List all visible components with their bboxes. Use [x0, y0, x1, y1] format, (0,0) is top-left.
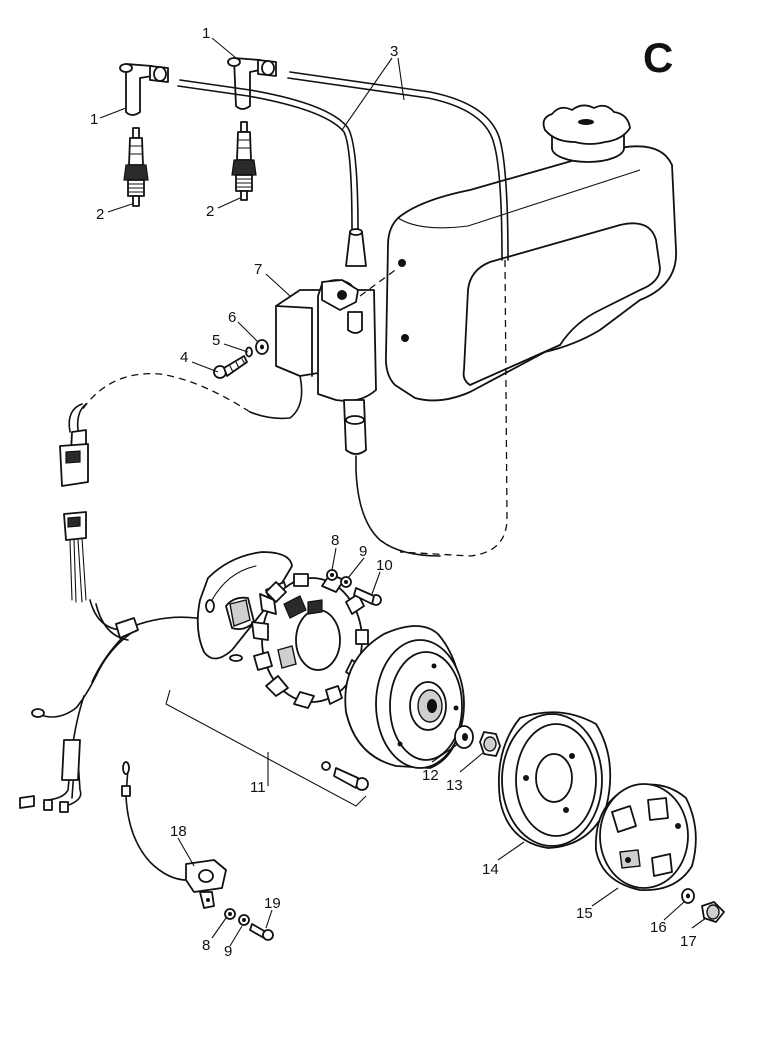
callout-6: 6 [228, 309, 236, 326]
callout-16: 16 [650, 919, 667, 936]
ignition-coil [275, 267, 399, 455]
callout-7: 7 [254, 261, 262, 278]
callout-18: 18 [170, 823, 187, 840]
screw-19 [249, 923, 274, 941]
spark-plug-right [231, 121, 257, 201]
coil-primary-lead-hidden [81, 372, 251, 413]
bolt-17 [701, 901, 725, 923]
callout-17: 17 [680, 933, 697, 950]
lock-washer-16 [681, 888, 695, 904]
sensor-lead [121, 761, 193, 881]
callout-2b: 2 [206, 203, 214, 220]
washer-6 [255, 339, 269, 355]
callout-11-bracket [165, 689, 367, 807]
callout-11: 11 [250, 779, 266, 796]
spark-plug-left [123, 127, 149, 207]
callout-9b: 9 [224, 943, 232, 960]
nut-13 [479, 731, 501, 757]
starter-cup [595, 783, 697, 891]
coil-ground-lead [355, 455, 441, 557]
connector-lower [63, 511, 87, 603]
oil-tank [385, 145, 677, 402]
screw-10 [353, 587, 382, 606]
callout-labels: 1 1 2 2 3 4 5 6 7 8 9 10 11 12 13 14 15 … [90, 25, 697, 960]
callout-1b: 1 [202, 25, 210, 42]
callout-14: 14 [482, 861, 499, 878]
callout-1a: 1 [90, 111, 98, 128]
callout-19: 19 [264, 895, 281, 912]
coil-primary-lead [249, 375, 303, 420]
spark-plug-cap-right [227, 57, 277, 110]
callout-10: 10 [376, 557, 393, 574]
washer-9-upper [340, 576, 352, 588]
flywheel [344, 625, 465, 769]
high-tension-wires [177, 71, 509, 557]
callout-9a: 9 [359, 543, 367, 560]
callout-leaders [99, 37, 707, 947]
lock-washer-5 [245, 346, 253, 358]
washer-8-upper [326, 569, 338, 581]
callout-15: 15 [576, 905, 593, 922]
stator [251, 573, 369, 709]
callout-5: 5 [212, 332, 220, 349]
callout-8b: 8 [202, 937, 210, 954]
washer-8-lower [224, 908, 236, 920]
callout-12: 12 [422, 767, 439, 784]
screw-4 [213, 355, 248, 379]
clamp-18 [185, 859, 227, 909]
wiring-harness [19, 599, 213, 813]
starter-pulley [497, 711, 612, 849]
diagram-letter: C [643, 34, 673, 81]
callout-13: 13 [446, 777, 463, 794]
callout-3: 3 [390, 43, 398, 60]
spark-plug-cap-left [119, 63, 169, 116]
callout-2a: 2 [96, 206, 104, 223]
callout-4: 4 [180, 349, 188, 366]
callout-8a: 8 [331, 532, 339, 549]
screw-11-lower [321, 761, 369, 791]
washer-12 [454, 725, 474, 749]
oil-tank-cap [542, 104, 631, 163]
washer-9-lower [238, 914, 250, 926]
connector-upper [59, 403, 89, 487]
